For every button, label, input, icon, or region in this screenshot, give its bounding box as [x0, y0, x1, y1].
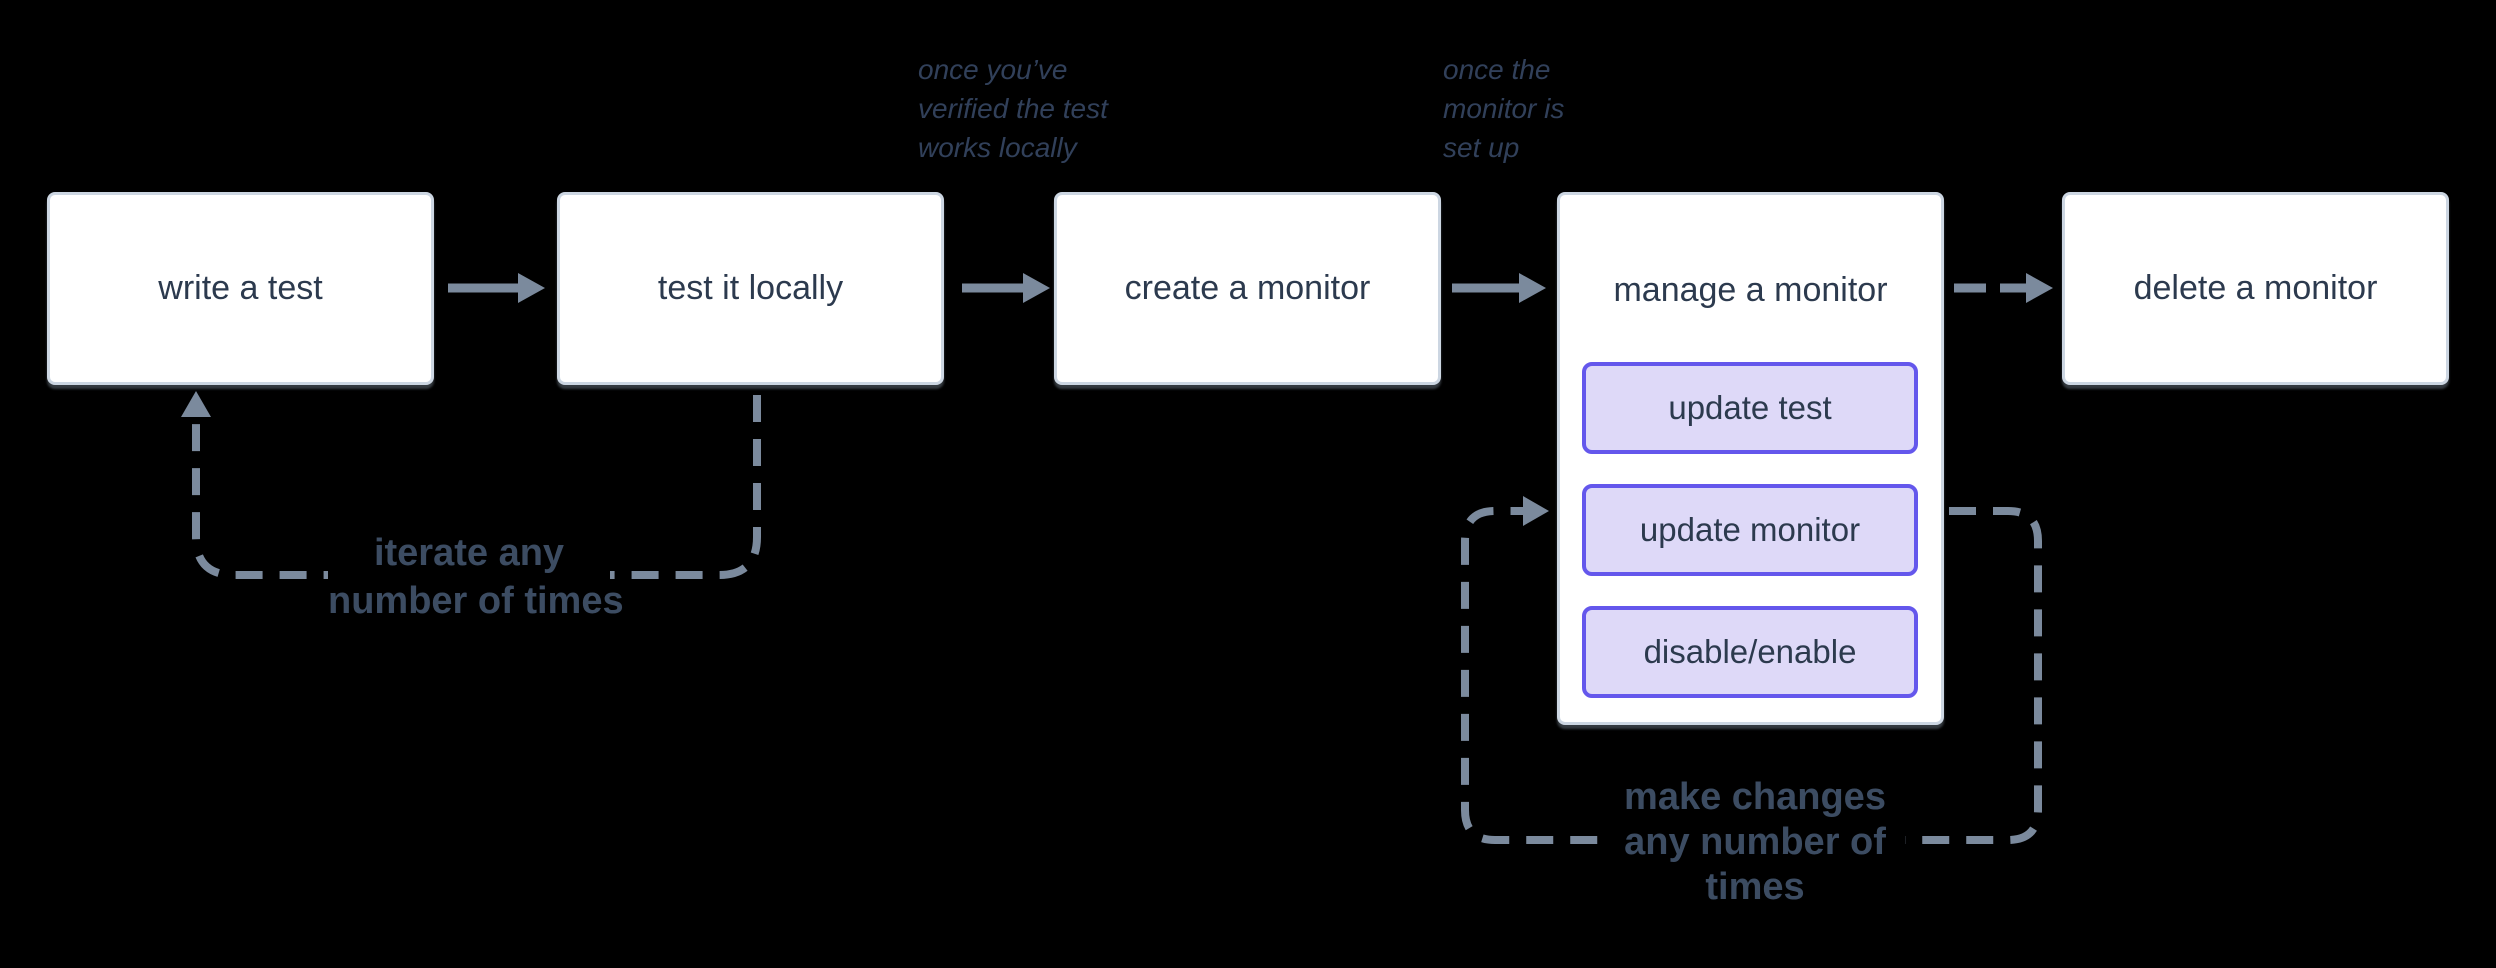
arrow-test-to-create: [962, 273, 1050, 303]
node-test-it-locally: test it locally: [557, 192, 944, 385]
subaction-update-test: update test: [1582, 362, 1918, 454]
annotation-monitor-set-up: once the monitor is set up: [1443, 50, 1564, 167]
subaction-label: update test: [1668, 389, 1832, 426]
loop-label-line: make changes: [1624, 776, 1886, 818]
node-delete-a-monitor: delete a monitor: [2062, 192, 2449, 385]
node-label: manage a monitor: [1560, 195, 1941, 385]
annotation-line: once the: [1443, 54, 1551, 85]
node-label: write a test: [158, 269, 323, 307]
node-label: test it locally: [657, 269, 844, 307]
node-label: delete a monitor: [2133, 269, 2378, 307]
subaction-label: disable/enable: [1643, 633, 1857, 670]
arrow-create-to-manage: [1452, 273, 1546, 303]
arrow-write-to-test: [448, 273, 545, 303]
annotation-line: works locally: [918, 132, 1077, 163]
loop-label-line: times: [1705, 866, 1805, 908]
annotation-verified-locally: once you’ve verified the test works loca…: [918, 50, 1108, 167]
subaction-disable-enable: disable/enable: [1582, 606, 1918, 698]
arrow-manage-to-delete: [1954, 273, 2053, 303]
annotation-line: once you’ve: [918, 54, 1068, 85]
annotation-line: verified the test: [918, 93, 1108, 124]
node-label-text: manage a monitor: [1613, 270, 1888, 309]
node-create-a-monitor: create a monitor: [1054, 192, 1441, 385]
loop-label-make-changes: make changes any number of times: [1605, 775, 1905, 910]
loop-label-line: any number of: [1624, 821, 1886, 863]
subaction-label: update monitor: [1639, 511, 1861, 548]
loop-label-iterate: iterate any number of times: [328, 529, 624, 625]
annotation-line: set up: [1443, 132, 1520, 163]
annotation-line: monitor is: [1443, 93, 1565, 124]
node-write-a-test: write a test: [47, 192, 434, 385]
node-manage-a-monitor: manage a monitor update test update moni…: [1557, 192, 1944, 725]
loop-label-line: iterate any: [373, 532, 565, 574]
node-label: create a monitor: [1124, 269, 1371, 307]
subaction-update-monitor: update monitor: [1582, 484, 1918, 576]
loop-label-line: number of times: [328, 580, 624, 622]
